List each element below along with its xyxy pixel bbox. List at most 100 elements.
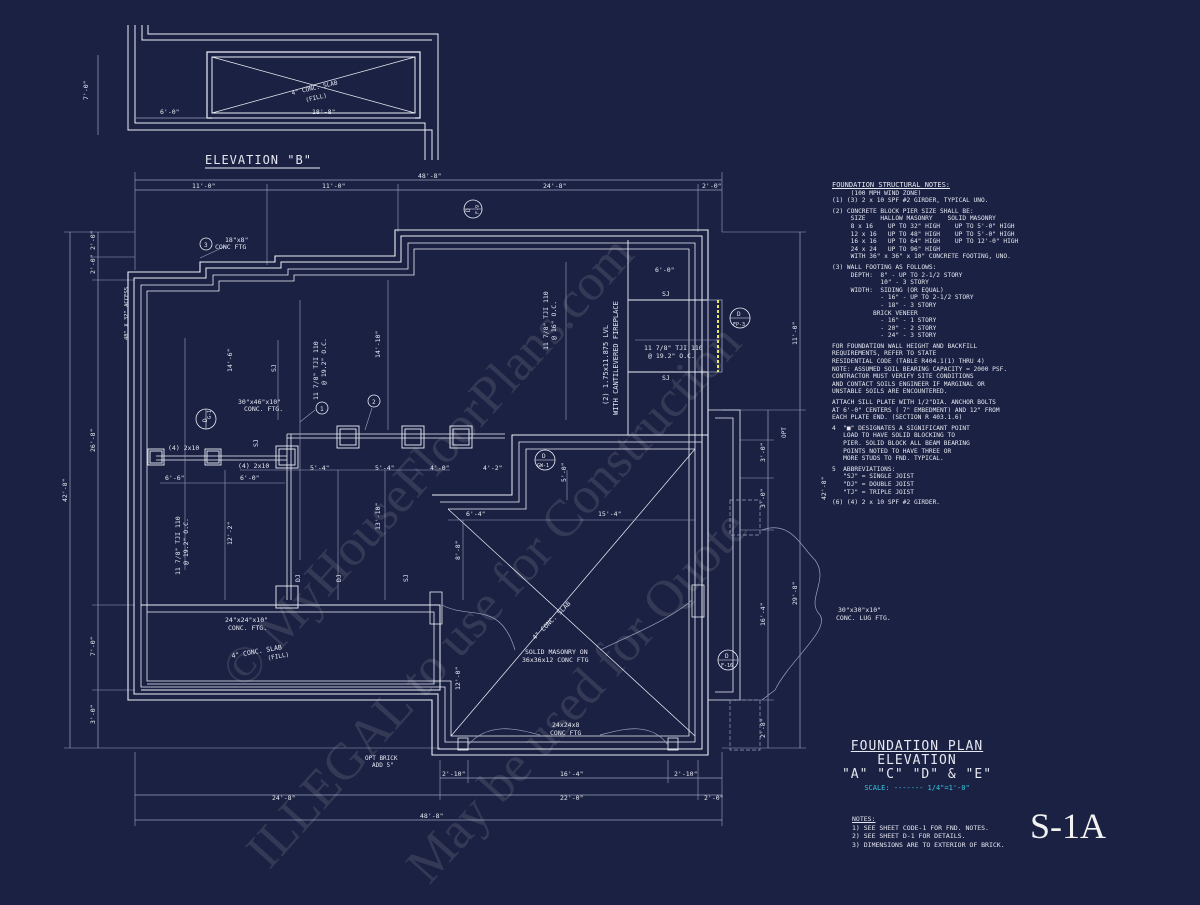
dim-left-5: 3'-0" [89,704,97,724]
label-ftg-30x46-sub: CONC. FTG. [244,405,283,413]
note-line: WIDTH: SIDING (OR EQUAL) [832,286,944,294]
elev-b-slab-sub: (FILL) [305,92,328,104]
label-masonry-sub: 36x36x12 CONC FTG [522,656,589,664]
foundation-walls [127,229,822,756]
general-notes-lines: 1) SEE SHEET CODE-1 FOR FND. NOTES.2) SE… [852,824,1005,850]
plan-subtitle: ELEVATION [877,753,957,768]
svg-text:D: D [737,311,741,318]
plan-title: FOUNDATION PLAN [850,739,984,754]
tag-note-1: 1 [315,401,329,415]
dim-right-opt: OPT [781,427,788,438]
dim-right-5: 16'-4" [759,603,767,626]
label-tji-2-oc: @ 16" O.C. [550,301,558,340]
dim-left-2: 2'-0" [89,254,97,274]
dim-left-3: 26'-8" [89,429,97,452]
label-d14b: 14'-10" [374,331,382,358]
plan-elevations: "A" "C" "D" & "E" [841,767,993,782]
label-lug: 30"x30"x10" [838,606,881,614]
note-line: - 16" - UP TO 2-1/2 STORY [832,294,974,302]
note-line: CONTRACTOR MUST VERIFY SITE CONDITIONS [832,373,974,381]
label-d15: 15'-4" [598,510,621,518]
elev-b-dim-run: 6'-0" [160,108,180,116]
label-d5: 5'-0" [560,462,568,482]
label-ftg-18x8: 18"x8" [225,236,248,244]
note-line: "DJ" = DOUBLE JOIST [832,480,914,488]
tag-d-f9: D F-9 [463,199,483,219]
tag-note-2: 2 [367,394,381,408]
note-line: 5 ABBREVIATIONS: [832,465,896,473]
label-lug-sub: CONC. LUG FTG. [836,614,891,622]
note-line: WITH 36" x 36" x 10" CONCRETE FOOTING, U… [832,253,1011,261]
tag-d-fp3: D FP-3 [729,307,751,329]
label-d4b: 4'-2" [483,464,503,472]
label-d4: 4'-0" [430,464,450,472]
label-ftg-24-sub: CONC. FTG. [228,624,267,632]
note-line: 24 x 24 UP TO 96" HIGH [832,245,941,253]
right-dimensions: 11'-0" 42'-8" 29'-8" 3'-0" 3'-0" OPT 16'… [722,231,828,749]
dim-top-3: 24'-8" [543,182,566,190]
label-d12b: 12'-0" [454,667,462,690]
dim-right-4: 3'-0" [759,488,767,508]
note-line: POINTS NOTED TO HAVE THREE OR [832,447,952,455]
tag-d-gw1: D GW-1 [534,449,556,471]
label-d13: 13'-10" [374,503,382,530]
note-line: LOAD TO HAVE SOLID BLOCKING TO [832,432,955,440]
label-slab-low-sub: (FILL) [267,651,290,662]
tag-note-3: 3 [199,237,213,251]
note-line: BRICK VENEER [832,309,918,317]
dim-bottom-2: 16'-4" [560,770,583,778]
note-line: FOR FOUNDATION WALL HEIGHT AND BACKFILL [832,342,978,350]
note-line: AT 6'-0" CENTERS ( 7" EMBEDMENT) AND 12"… [832,406,1000,414]
general-notes: NOTES: 1) SEE SHEET CODE-1 FOR FND. NOTE… [852,815,1005,849]
top-dimensions: 48'-8" 11'-0" 11'-0" 24'-8" 2'-0" [134,172,723,270]
note-line: NOTE: ASSUMED SOIL BEARING CAPACITY = 20… [832,365,1008,373]
label-d14: 14'-6" [226,349,234,372]
label-ftg-24: 24"x24"x10" [225,616,268,624]
dim-bottom-3: 2'-10" [674,770,697,778]
note-line: - 20" - 2 STORY [832,324,937,332]
note-line: (6) (4) 2 x 10 SPF #2 GIRDER. [832,499,941,507]
label-ftg-24x8: 24x24x8 [552,721,579,729]
dim-right-overall: 42'-8" [820,477,828,500]
label-ftg-18x8-sub: CONC FTG [215,243,246,251]
note-line: - 16" - 1 STORY [832,317,937,325]
structural-notes-lines: (100 MPH WIND ZONE)(1) (3) 2 x 10 SPF #2… [832,190,1182,507]
note-line: - 18" - 3 STORY [832,301,937,309]
label-d6d: 6'-0" [655,266,675,274]
dim-bottom-5: 22'-0" [560,794,583,802]
dim-right-1: 11'-0" [791,322,799,345]
label-tji-2: 11 7/8" TJI 110 [542,291,550,350]
note-line: (100 MPH WIND ZONE) [832,189,922,197]
note-line: (2) CONCRETE BLOCK PIER SIZE SHALL BE: [832,207,974,215]
label-tji-1: 11 7/8" TJI 110 [312,341,320,400]
label-ftg-30x46: 30"x46"x10" [238,398,281,406]
label-opt-brick-sub: ADD 5" [372,762,394,769]
note-line: 10" - 3 STORY [832,279,929,287]
note-line: (1) (3) 2 x 10 SPF #2 GIRDER, TYPICAL UN… [832,197,989,205]
label-lvl: (2) 1.75x11.875 LVL [602,325,610,405]
note-line: EACH PLATE END. (SECTION R 403.1.6) [832,414,963,422]
dim-bottom-overall: 48'-8" [420,812,443,820]
svg-text:FP-3: FP-3 [733,322,745,328]
label-girder-4b: (4) 2x10 [238,462,269,470]
tag-d-f16: D F-16 [717,649,739,671]
dim-right-6: 2'-8" [759,718,767,738]
general-note-line: 3) DIMENSIONS ARE TO EXTERIOR OF BRICK. [852,840,1005,849]
dim-bottom-6: 2'-0" [704,794,724,802]
dim-top-overall: 48'-8" [418,172,441,180]
svg-text:G-1: G-1 [207,410,213,419]
note-line: ATTACH SILL PLATE WITH 1/2"DIA. ANCHOR B… [832,399,996,407]
note-line: 8 x 16 UP TO 32" HIGH UP TO 5'-0" HIGH [832,222,1015,230]
label-d6c: 6'-4" [466,510,486,518]
label-slab-garage: 4" CONC. SLAB [531,600,573,642]
label-opt-brick: OPT BRICK [365,755,398,762]
structural-notes-title: FOUNDATION STRUCTURAL NOTES: [832,181,951,189]
svg-text:D: D [202,418,209,422]
label-d6b: 6'-0" [240,474,260,482]
label-masonry: SOLID MASONRY ON [525,648,588,656]
svg-text:GW-1: GW-1 [537,463,549,469]
title-block: FOUNDATION PLAN ELEVATION "A" "C" "D" & … [832,739,1002,793]
svg-text:D: D [465,208,472,212]
elevation-b-detail: 4" CONC. SLAB (FILL) 7'-0" 6'-0" 18'-8" … [82,25,439,169]
